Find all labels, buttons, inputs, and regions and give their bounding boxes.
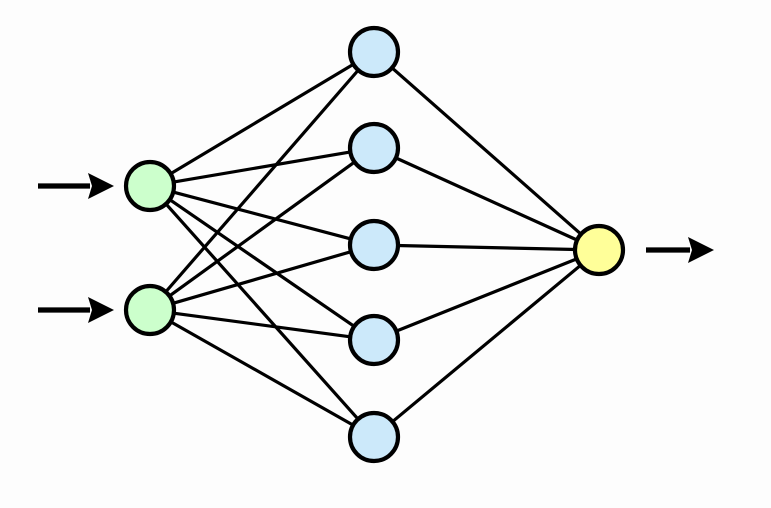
input-arrow-icon	[88, 173, 114, 199]
edge-in-1-to-h-4	[168, 197, 356, 329]
node-h-1[interactable]	[347, 25, 401, 79]
edge-in-1-to-h-5	[164, 202, 360, 421]
node-in-1[interactable]	[123, 159, 177, 213]
edge-in-2-to-h-4	[172, 311, 352, 339]
nodes-group	[123, 25, 626, 464]
edge-in-2-to-h-1	[163, 68, 361, 294]
edge-in-1-to-h-1	[168, 62, 356, 176]
edge-h-5-to-out-1	[390, 263, 583, 424]
edge-h-3-to-out-1	[396, 243, 577, 252]
edge-in-2-to-h-5	[169, 319, 355, 428]
edges-group	[163, 62, 583, 428]
node-h-5[interactable]	[347, 410, 401, 464]
input-arrow-icon	[88, 297, 114, 323]
edge-in-2-to-h-2	[167, 160, 357, 298]
edge-in-1-to-h-2	[172, 150, 352, 184]
node-out-1[interactable]	[572, 223, 626, 277]
node-h-4[interactable]	[347, 313, 401, 367]
node-h-2[interactable]	[347, 121, 401, 175]
edge-in-2-to-h-3	[171, 249, 353, 306]
edge-h-4-to-out-1	[394, 257, 579, 333]
node-in-2[interactable]	[123, 283, 177, 337]
edge-in-1-to-h-3	[171, 190, 353, 241]
io-arrows-group	[38, 173, 714, 323]
edge-h-2-to-out-1	[394, 156, 579, 242]
output-arrow-icon	[688, 237, 714, 263]
edge-h-1-to-out-1	[390, 65, 583, 237]
node-h-3[interactable]	[347, 218, 401, 272]
